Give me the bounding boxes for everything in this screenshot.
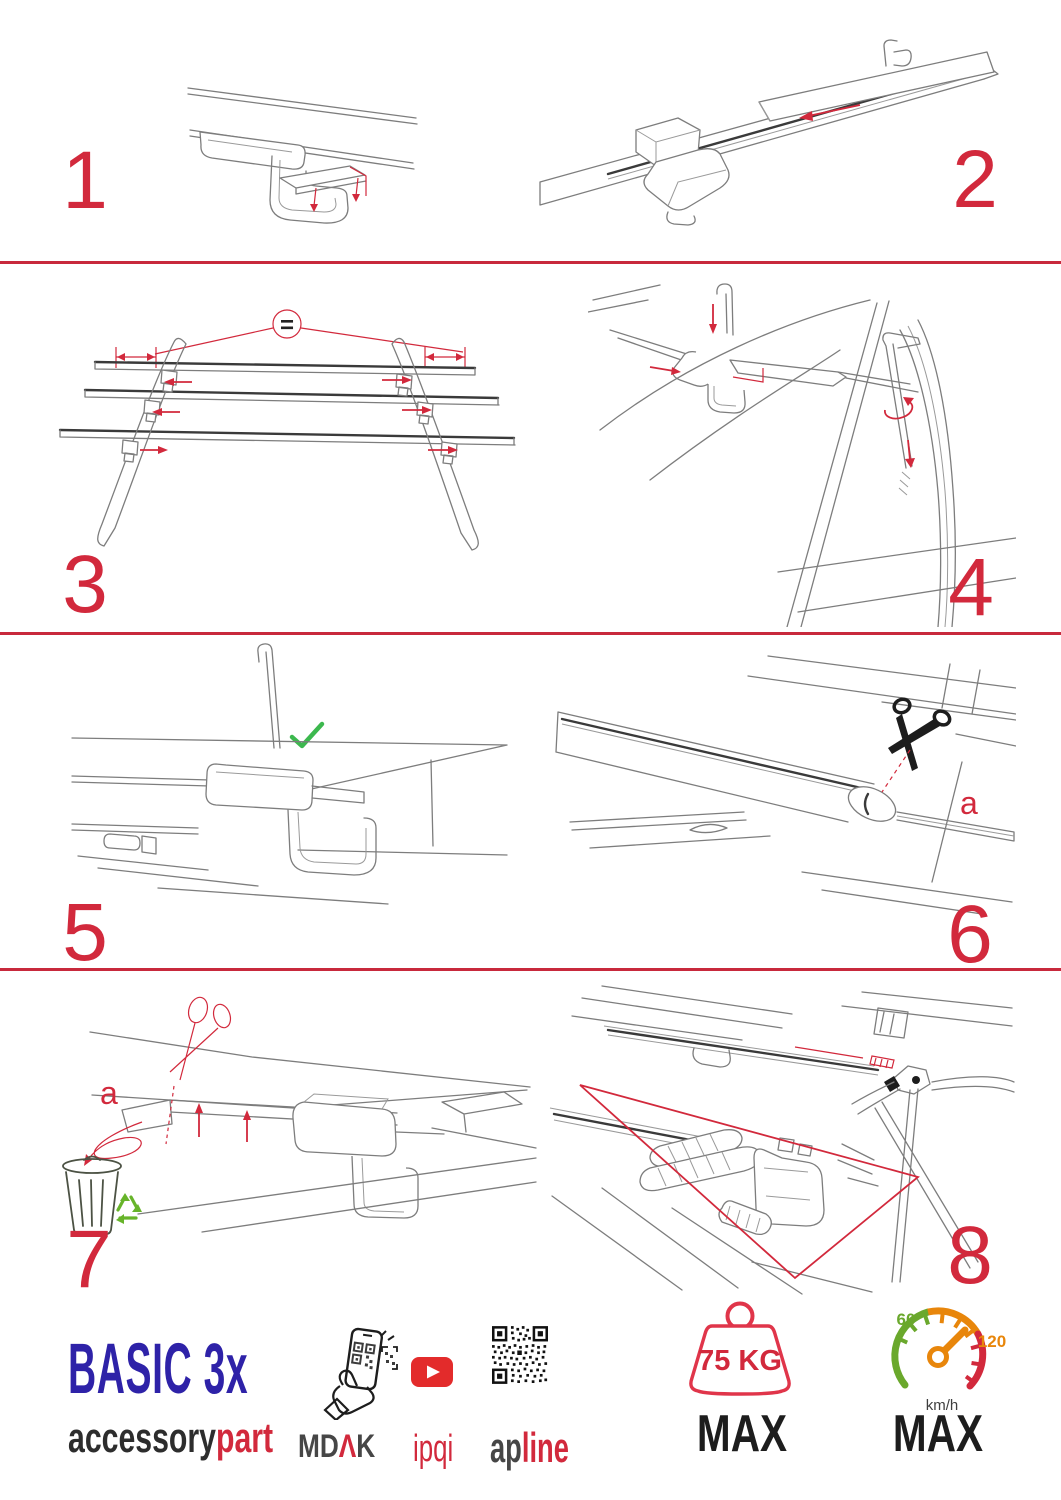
brand-black: accessory [68, 1414, 216, 1461]
section-divider [0, 632, 1061, 635]
step-4-number: 4 [948, 542, 994, 633]
step-1-number: 1 [62, 135, 108, 226]
step-6-number: 6 [947, 889, 993, 980]
step-5-number: 5 [62, 887, 108, 978]
left-dimension-bracket [115, 347, 157, 368]
weight-limit-value: 75 KG [698, 1345, 782, 1377]
partner1-right: K [356, 1428, 376, 1464]
partner1-left: MD [298, 1428, 339, 1464]
right-dimension-bracket [424, 347, 466, 368]
section-divider [0, 261, 1061, 264]
step-4-illustration [588, 283, 1016, 627]
section-divider [0, 968, 1061, 971]
partner1-label: MDΛK [298, 1428, 375, 1465]
product-logo: BASIC 3x [68, 1330, 249, 1409]
equal-spacing-label: = [280, 312, 294, 339]
part-a-label: a [960, 785, 978, 821]
qr-phone-icon [323, 1327, 398, 1420]
brand-logo: accessorypart [68, 1417, 273, 1459]
step-5-illustration [71, 643, 508, 905]
partner2-label: ipqi [413, 1428, 454, 1470]
step-7-illustration: a [62, 996, 537, 1235]
step-8-illustration [549, 985, 1015, 1295]
weight-max-label: MAX [696, 1405, 788, 1463]
qr-fragment [381, 1346, 398, 1370]
step-2-illustration [539, 39, 999, 226]
speed-max-label: MAX [892, 1405, 984, 1463]
trash-bin-icon [62, 1155, 122, 1235]
step-3-illustration: = [58, 309, 516, 551]
speed-limit-icon: 60 120 km/h [891, 1307, 1006, 1414]
callout-triangle [579, 1084, 920, 1280]
qr-code [492, 1326, 548, 1384]
partner3-black: ap [490, 1424, 522, 1471]
step-7-number: 7 [66, 1214, 112, 1305]
part-a-label: a [100, 1075, 118, 1111]
step-1-illustration [187, 87, 418, 224]
step-8-number: 8 [947, 1210, 993, 1301]
speed-high-label: 120 [978, 1332, 1006, 1351]
weight-limit-icon: 75 KG [689, 1301, 791, 1396]
partner3-red: line [521, 1424, 569, 1471]
speed-unit-label: km/h [926, 1397, 959, 1414]
brand-red: part [215, 1414, 274, 1461]
step-2-number: 2 [952, 134, 998, 225]
recycle-icon [116, 1193, 142, 1224]
checkmark-icon [289, 721, 325, 749]
scissors-icon [169, 996, 232, 1081]
partner3-label: apline [490, 1424, 569, 1472]
step-6-illustration: a [555, 655, 1016, 915]
step-3-number: 3 [62, 539, 108, 630]
scissors-icon [888, 697, 952, 771]
clamp-detail [884, 1065, 931, 1095]
partner1-mid: Λ [338, 1428, 357, 1464]
youtube-icon [411, 1357, 453, 1387]
speed-low-label: 60 [897, 1310, 916, 1329]
